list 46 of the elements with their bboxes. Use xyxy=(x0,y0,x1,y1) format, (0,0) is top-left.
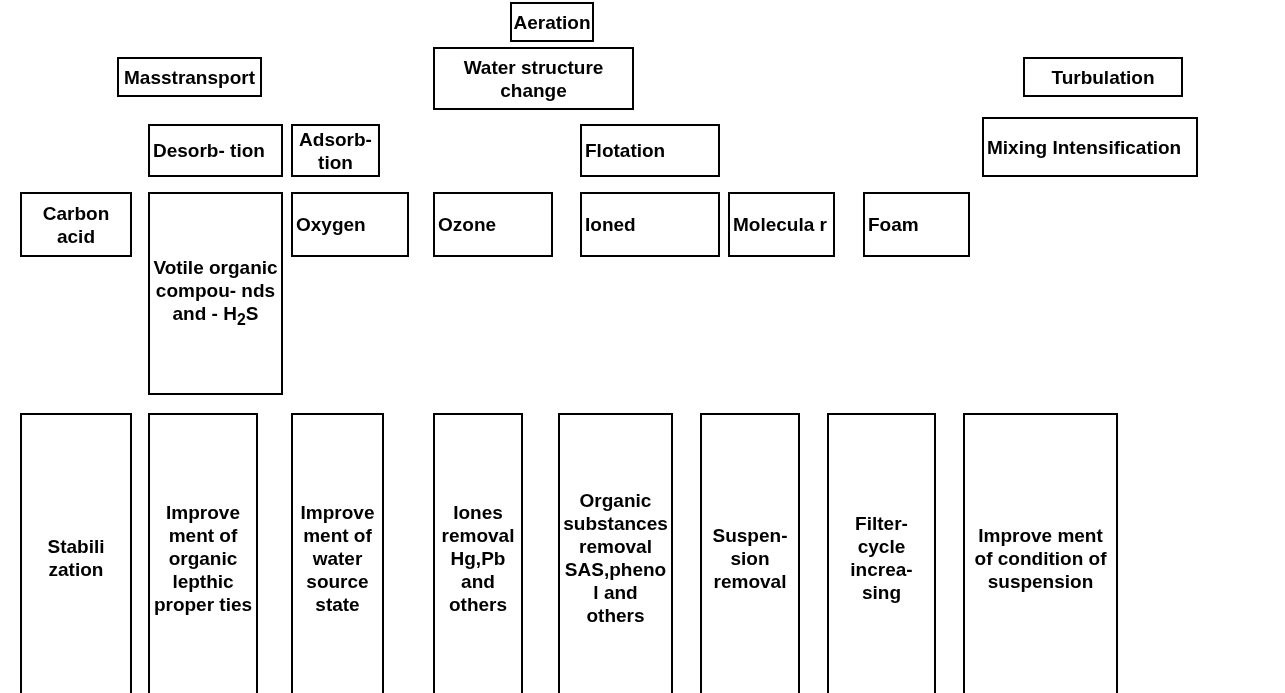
box-label: Foam xyxy=(867,213,920,237)
text-box xyxy=(148,124,283,177)
box-label: Flotation xyxy=(584,139,667,163)
box-label: Mixing Intensification xyxy=(986,135,1183,160)
text-box xyxy=(433,413,523,693)
text-box xyxy=(148,192,283,395)
text-box xyxy=(291,124,380,177)
text-box xyxy=(728,192,835,257)
box-label: Stabili zation xyxy=(46,535,106,582)
text-box xyxy=(291,192,409,257)
text-box xyxy=(558,413,673,693)
box-label: Ozone xyxy=(437,213,498,237)
text-box xyxy=(148,413,258,693)
text-box xyxy=(433,47,634,110)
box-label: Votile organic compou- nds and - H$_{2}$S xyxy=(152,256,279,330)
box-label: Desorb- tion xyxy=(152,139,266,163)
text-box xyxy=(433,192,553,257)
text-box xyxy=(20,413,132,693)
box-label: Suspen- sion removal xyxy=(711,523,789,594)
box-label: Iones removal Hg,Pb and others xyxy=(440,500,516,617)
box-label: Improve ment of water source state xyxy=(299,500,376,617)
text-box xyxy=(510,2,594,42)
text-box xyxy=(291,413,384,693)
box-label: Turbulation xyxy=(1050,65,1156,90)
text-box xyxy=(827,413,936,693)
text-box xyxy=(863,192,970,257)
box-label: Improve ment of condition of suspension xyxy=(973,523,1108,594)
box-label: Ioned xyxy=(584,213,637,237)
box-label: Molecula r xyxy=(732,213,828,237)
text-box xyxy=(580,124,720,177)
box-label: Oxygen xyxy=(295,213,367,237)
text-box xyxy=(700,413,800,693)
box-label: Water structure change xyxy=(462,55,605,103)
box-label: Aeration xyxy=(512,10,592,35)
box-label: Carbon acid xyxy=(41,201,111,249)
box-label: Improve ment of organic lepthic proper ties xyxy=(152,500,254,617)
text-box xyxy=(117,57,262,97)
box-label: Organic substances removal SAS,pheno l and others xyxy=(562,489,669,628)
text-box xyxy=(982,117,1198,177)
text-box xyxy=(963,413,1118,693)
text-box xyxy=(580,192,720,257)
box-label: Filter- cycle increa- sing xyxy=(849,512,914,605)
text-box xyxy=(20,192,132,257)
box-label: Masstransport xyxy=(123,65,256,90)
text-box xyxy=(1023,57,1183,97)
box-label: Adsorb- tion xyxy=(298,127,373,175)
